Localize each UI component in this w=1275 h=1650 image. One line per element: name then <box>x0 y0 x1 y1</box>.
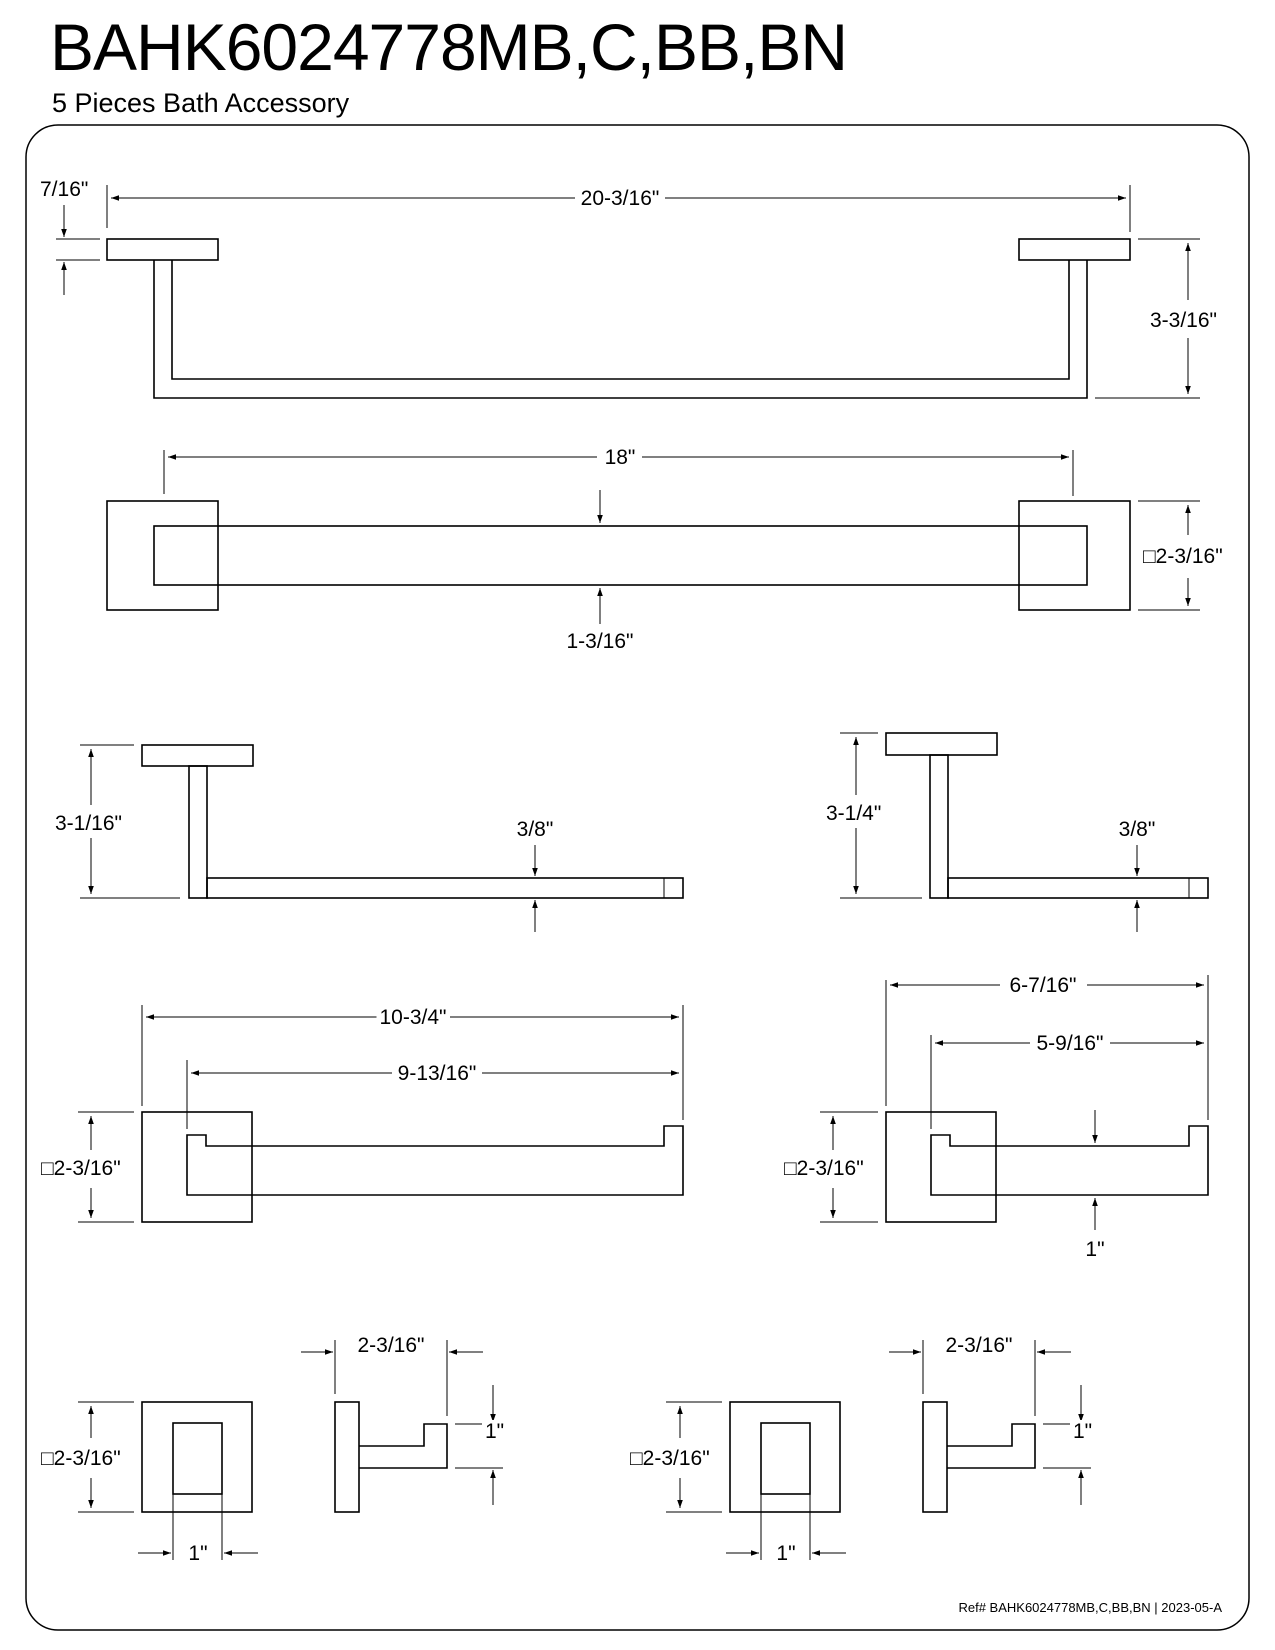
label-backdrop <box>185 1542 211 1565</box>
paper-holder-side-view <box>840 732 1209 899</box>
dim-label-hook-a-flange: □2-3/16" <box>41 1447 121 1470</box>
label-backdrop <box>773 1542 799 1565</box>
dim-label-paper-holder-inner: 5-9/16" <box>1037 1032 1104 1055</box>
label-backdrop <box>354 1334 428 1357</box>
dim-label-towel-bar-18-bar: 1-3/16" <box>567 630 634 653</box>
label-backdrop <box>577 187 663 210</box>
towel-bar-24-top-view <box>56 185 1200 399</box>
dim-label-towel-ring-inner: 9-13/16" <box>398 1062 477 1085</box>
label-backdrop <box>781 1157 867 1180</box>
label-backdrop <box>482 1420 508 1443</box>
dim-label-towel-ring-bar: 3/8" <box>517 818 554 841</box>
reference-number: Ref# BAHK6024778MB,C,BB,BN | 2023-05-A <box>958 1600 1222 1615</box>
dim-label-towel-bar-24-length: 20-3/16" <box>581 187 660 210</box>
towel-ring-front-view <box>78 1005 684 1223</box>
drawing-title: BAHK6024778MB,C,BB,BN <box>50 10 848 84</box>
towel-bar-18-front-view <box>106 450 1200 611</box>
paper-holder-front-view <box>820 975 1209 1223</box>
dim-label-towel-bar-18-flange: □2-3/16" <box>1143 545 1223 568</box>
dim-label-hook-b-inner: 1" <box>776 1542 795 1565</box>
robe-hook-a-front-view <box>78 1401 253 1560</box>
label-backdrop <box>1140 545 1226 568</box>
label-backdrop <box>1070 1420 1096 1443</box>
dim-label-hook-b-projection: 2-3/16" <box>946 1334 1013 1357</box>
dim-label-hook-a-projection: 2-3/16" <box>358 1334 425 1357</box>
dim-label-hook-a-inner: 1" <box>188 1542 207 1565</box>
drawing-frame <box>25 124 1250 1631</box>
dim-label-towel-bar-18-length: 18" <box>605 446 636 469</box>
robe-hook-b-side-view <box>922 1340 1091 1513</box>
label-backdrop <box>1033 1032 1107 1055</box>
label-backdrop <box>38 1157 124 1180</box>
dim-label-towel-bar-24-thickness: 7/16" <box>40 178 88 201</box>
dim-label-paper-holder-arm: 1" <box>1085 1238 1104 1261</box>
dim-label-hook-a-height: 1" <box>485 1420 504 1443</box>
label-backdrop <box>38 1447 124 1470</box>
label-backdrop <box>1006 974 1080 997</box>
robe-hook-a-side-view <box>334 1340 503 1513</box>
label-backdrop <box>52 812 125 835</box>
dim-label-paper-holder-bar: 3/8" <box>1119 818 1156 841</box>
label-backdrop <box>627 1447 713 1470</box>
drawing-subtitle: 5 Pieces Bath Accessory <box>52 88 350 118</box>
label-backdrop <box>823 802 885 825</box>
dim-label-hook-b-flange: □2-3/16" <box>630 1447 710 1470</box>
robe-hook-b-front-view <box>666 1401 841 1560</box>
dim-label-towel-ring-flange: □2-3/16" <box>41 1157 121 1180</box>
dim-label-hook-b-height: 1" <box>1073 1420 1092 1443</box>
label-backdrop <box>1115 818 1159 841</box>
label-backdrop <box>601 446 639 469</box>
dim-label-towel-ring-length: 10-3/4" <box>380 1006 447 1029</box>
label-backdrop <box>394 1062 480 1085</box>
dim-label-towel-bar-24-projection: 3-3/16" <box>1150 309 1217 332</box>
label-backdrop <box>563 630 637 653</box>
dim-label-paper-holder-length: 6-7/16" <box>1010 974 1077 997</box>
label-backdrop <box>37 178 92 201</box>
label-backdrop <box>1082 1238 1108 1261</box>
label-backdrop <box>513 818 557 841</box>
label-backdrop <box>1147 309 1220 332</box>
dim-label-paper-holder-flange: □2-3/16" <box>784 1157 864 1180</box>
label-backdrop <box>376 1006 450 1029</box>
dim-label-towel-ring-projection: 3-1/16" <box>55 812 122 835</box>
dim-label-paper-holder-projection: 3-1/4" <box>826 802 881 825</box>
towel-ring-side-view <box>80 744 684 899</box>
label-backdrop <box>942 1334 1016 1357</box>
